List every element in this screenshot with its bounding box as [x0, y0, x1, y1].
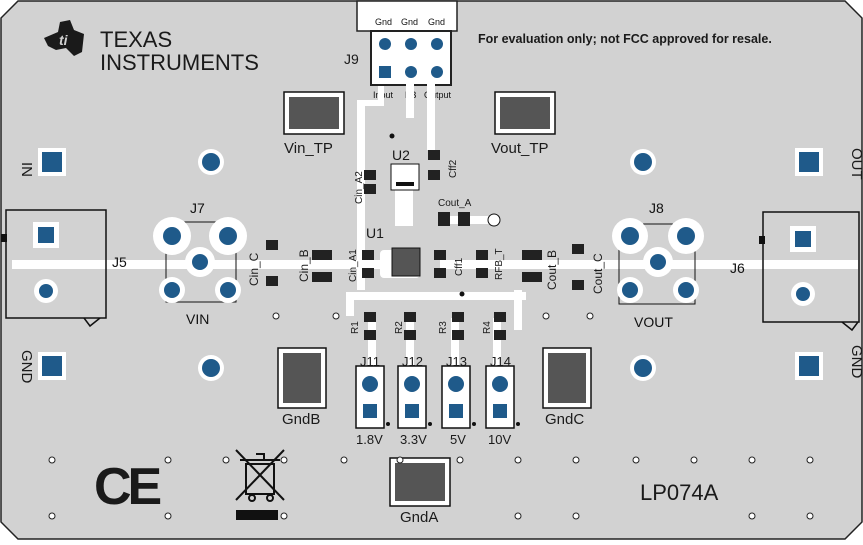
jumper-blocks — [355, 365, 520, 429]
cin-b-label: Cin_B — [297, 249, 311, 282]
test-pads — [277, 91, 592, 507]
j9-top-pin-3: Gnd — [428, 17, 445, 27]
board-name: LP074A — [640, 480, 719, 505]
j9-top-pin-2: Gnd — [401, 17, 418, 27]
ti-logo-icon: ti — [44, 20, 84, 56]
edge-label-gnd-right: GND — [848, 345, 863, 379]
rfb-t-label: RFB_T — [494, 248, 505, 280]
j9-bottom-pin-3: Output — [424, 90, 452, 100]
j7-label: J7 — [190, 200, 205, 216]
u2-label: U2 — [392, 147, 410, 163]
j9-top-pin-1: Gnd — [375, 17, 392, 27]
fcc-notice: For evaluation only; not FCC approved fo… — [478, 32, 772, 46]
vin-tp-label: Vin_TP — [284, 140, 333, 157]
gndc-label: GndC — [545, 411, 584, 428]
cff2-label: Cff2 — [448, 159, 459, 178]
edge-label-gnd-left: GND — [18, 350, 35, 384]
edge-pads — [38, 148, 823, 380]
u1-label: U1 — [366, 225, 384, 241]
svg-text:ti: ti — [59, 32, 69, 48]
j5-label: J5 — [112, 254, 127, 270]
j9-label: J9 — [344, 51, 359, 67]
vout-tp-label: Vout_TP — [491, 140, 549, 157]
j6-label: J6 — [730, 260, 745, 276]
jumper-j12-label: J12 — [402, 354, 423, 369]
weee-bin-icon — [235, 449, 285, 502]
brand-line2: INSTRUMENTS — [100, 50, 259, 75]
cff1-label: Cff1 — [454, 257, 465, 276]
j5-connector — [1, 209, 107, 328]
jumper-j13-voltage: 5V — [450, 432, 466, 447]
r2-label: R2 — [394, 321, 405, 334]
fiducial — [389, 133, 395, 139]
cout-a-label: Cout_A — [438, 198, 472, 209]
gndb-label: GndB — [282, 411, 320, 428]
j7-connector — [153, 217, 247, 303]
cout-b-label: Cout_B — [545, 250, 559, 290]
j8-connector — [612, 218, 704, 305]
vin-label: VIN — [186, 311, 209, 327]
jumper-j11-label: J11 — [360, 354, 380, 369]
cin-a2-label: Cin_A2 — [354, 171, 365, 204]
smd-components — [266, 150, 584, 340]
r3-label: R3 — [438, 321, 449, 334]
jumper-j11-voltage: 1.8V — [356, 432, 383, 447]
j6-connector — [759, 211, 860, 332]
mount-holes — [198, 149, 656, 381]
j8-label: J8 — [649, 200, 664, 216]
cin-c-label: Cin_C — [247, 252, 261, 286]
edge-label-in: IN — [18, 162, 35, 177]
cin-a1-label: Cin_A1 — [348, 249, 359, 282]
r1-label: R1 — [350, 321, 361, 334]
brand-line1: TEXAS — [100, 27, 172, 52]
fiducial — [459, 291, 465, 297]
vias — [48, 312, 814, 520]
r4-label: R4 — [482, 321, 493, 334]
edge-label-out: OUT — [848, 148, 863, 180]
j9-header: J9 Gnd Gnd Gnd Input FB Output — [344, 17, 452, 100]
jumper-j14-voltage: 10V — [488, 432, 511, 447]
vout-label: VOUT — [634, 314, 673, 330]
gnda-label: GndA — [400, 509, 438, 526]
cout-c-label: Cout_C — [591, 253, 605, 294]
weee-bar-icon — [236, 510, 278, 520]
jumper-j14-label: J14 — [490, 354, 511, 369]
j9-header-cutout — [356, 0, 458, 32]
ce-mark-icon: CE — [94, 458, 161, 516]
jumper-j12-voltage: 3.3V — [400, 432, 427, 447]
jumper-j13-label: J13 — [446, 354, 467, 369]
